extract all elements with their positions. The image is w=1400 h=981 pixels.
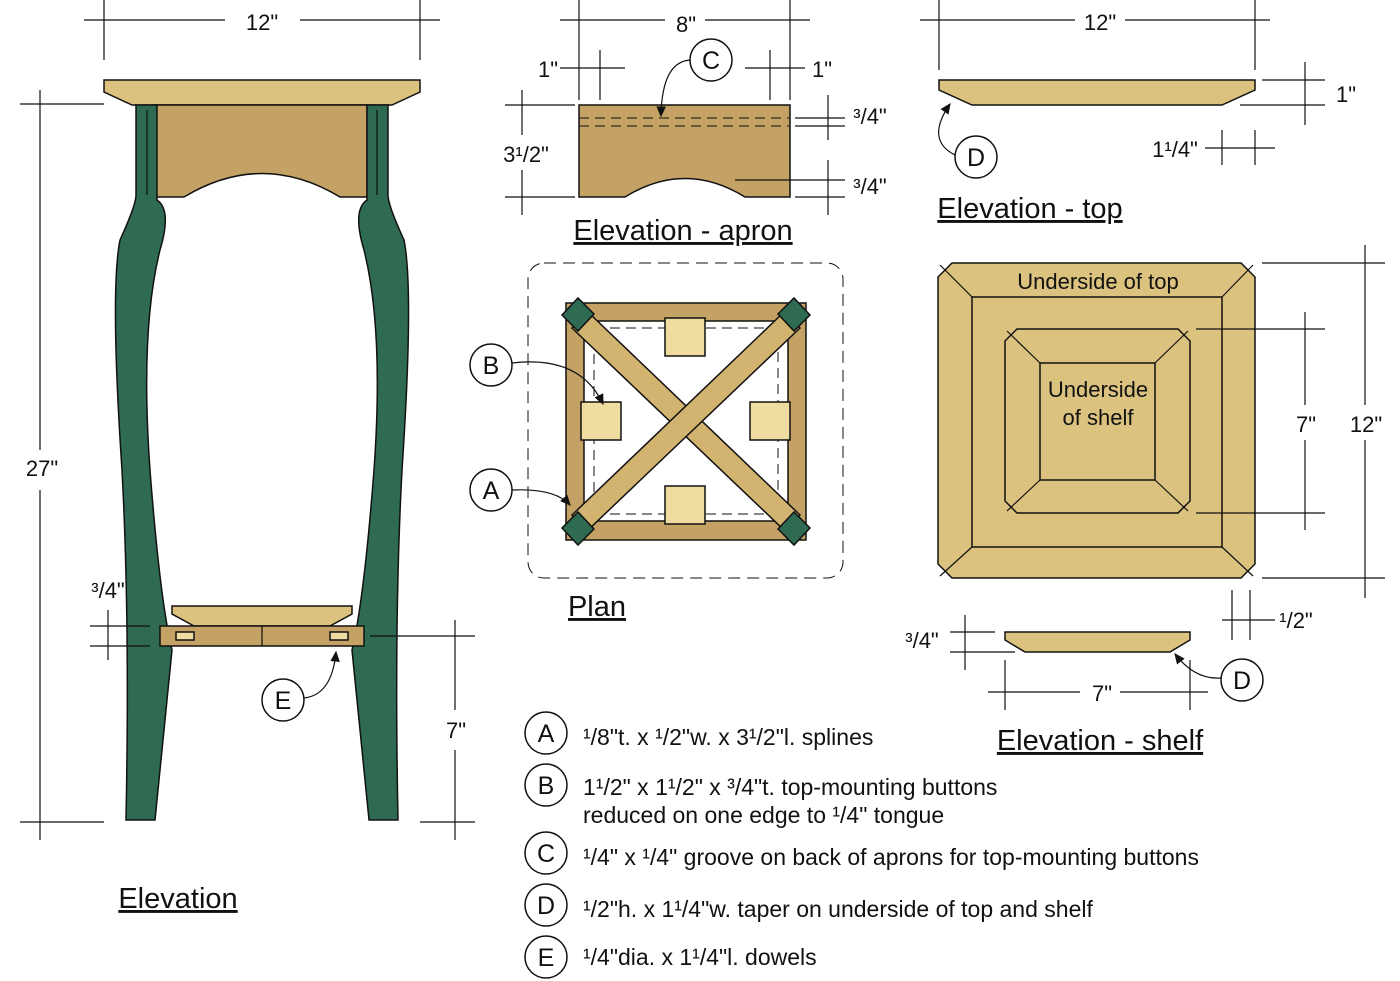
callout-e-circle [261,678,305,722]
elevation-view: 12" 27" ³/4" 7" E Elevation [20,0,475,915]
dim-height: 3¹/2" [503,142,549,167]
legend-item-b: B 1¹/2" x 1¹/2" x ³/4"t. top-mounting bu… [524,763,997,828]
callout-b: B [483,352,500,380]
top-title: Elevation - top [937,193,1122,225]
apron-elevation-view: 8" 1" 1" 3¹/2" ³/4" ³/4" C Elevation - a… [503,0,887,247]
callout-e: E [275,687,292,715]
dim-thick: ³/4" [905,628,938,653]
dim-taper: ¹/2" [1279,608,1312,633]
callout-a: A [483,477,500,505]
legend-text: ¹/2"h. x 1¹/4"w. taper on underside of t… [583,896,1093,922]
left-leg [114,104,173,821]
callout-c: C [702,47,720,75]
dim-width: 12" [1084,10,1116,35]
legend-key: D [537,892,555,920]
dowel [175,631,195,641]
mounting-buttons [580,317,791,525]
legend-key: E [538,944,555,972]
legend-text: reduced on one edge to ¹/4" tongue [583,802,944,828]
legend-item-a: A ¹/8"t. x ¹/2"w. x 3¹/2"l. splines [524,711,873,755]
dim-shelf-height: 7" [446,718,466,743]
dim-groove-bottom: ³/4" [853,174,886,199]
right-leg [351,104,410,821]
top-board [103,79,421,106]
underside-shelf-label-1: Underside [1048,377,1148,402]
dim-shelf: 7" [1296,412,1316,437]
shelf-elevation-view: ³/4" ¹/2" 7" D Elevation - shelf [905,590,1313,757]
dim-left: 1" [538,57,558,82]
legend-key: B [538,772,555,800]
dowel [329,631,349,641]
shelf-title: Elevation - shelf [997,725,1204,757]
dim-width: 7" [1092,681,1112,706]
legend: A ¹/8"t. x ¹/2"w. x 3¹/2"l. splines B 1¹… [524,711,1199,979]
legend-key: C [537,840,555,868]
dim-length: 8" [676,12,696,37]
callout-d: D [1233,667,1251,695]
legend-item-c: C ¹/4" x ¹/4" groove on back of aprons f… [524,831,1199,875]
underside-top-label: Underside of top [1017,269,1178,294]
apron-title: Elevation - apron [573,215,792,247]
underside-shelf-label-2: of shelf [1063,405,1135,430]
plan-view: B A Plan [469,262,844,623]
legend-item-d: D ¹/2"h. x 1¹/4"w. taper on underside of… [524,883,1093,927]
dim-right: 1" [812,57,832,82]
dim-thick: 1" [1336,82,1356,107]
dim-taper: 1¹/4" [1152,137,1198,162]
dim-shelf-thick: ³/4" [91,578,124,603]
dim-width: 12" [246,10,278,35]
plan-title: Plan [568,591,626,623]
dim-groove-top: ³/4" [853,104,886,129]
legend-key: A [538,720,555,748]
callout-d: D [967,144,985,172]
underside-view: Underside of top Underside of shelf 7" 1… [937,245,1385,598]
elevation-title: Elevation [118,883,237,915]
legend-text: ¹/8"t. x ¹/2"w. x 3¹/2"l. splines [583,724,873,750]
dim-top: 12" [1350,412,1382,437]
legend-text: 1¹/2" x 1¹/2" x ³/4"t. top-mounting butt… [583,774,997,800]
shelf [171,605,353,627]
apron [154,104,368,198]
legend-text: ¹/4"dia. x 1¹/4"l. dowels [583,944,817,970]
dim-height: 27" [26,456,58,481]
top-elevation-view: 12" 1" 1¹/4" D Elevation - top [920,0,1356,225]
legend-item-e: E ¹/4"dia. x 1¹/4"l. dowels [524,935,817,979]
legend-text: ¹/4" x ¹/4" groove on back of aprons for… [583,844,1199,870]
